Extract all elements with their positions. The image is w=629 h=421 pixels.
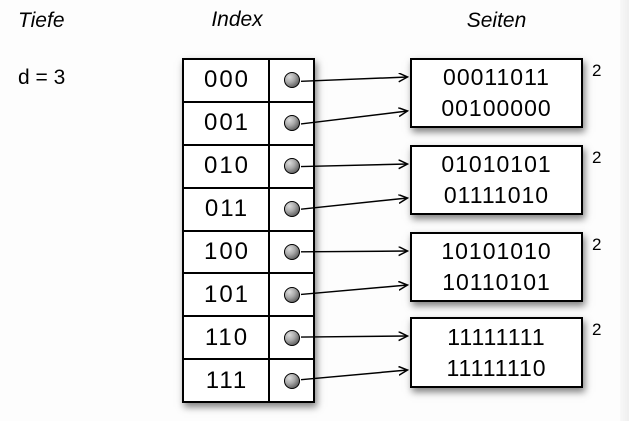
page-box: 10101010 10110101 [410,232,583,302]
pointer-dot-icon [283,329,300,346]
local-depth-label: 2 [592,235,602,254]
directory-row: 011 [184,186,313,230]
pointer-arrow [300,370,408,381]
pages-heading: Seiten [466,9,527,32]
pointer-dot-icon [283,243,300,260]
directory-row: 110 [184,315,313,359]
directory-row: 111 [184,358,313,401]
page-record: 01111010 [443,182,550,208]
directory-key-cell: 011 [184,188,270,230]
directory-pointer-cell [270,274,313,315]
page-record: 00100000 [441,95,552,121]
index-heading: Index [211,8,263,31]
page-record: 10110101 [442,269,551,295]
pointer-dot-icon [283,286,300,303]
directory-pointer-cell [270,317,313,358]
page-record: 01010101 [441,151,552,177]
pointer-dot-icon [283,372,300,389]
pointer-arrow [300,77,408,81]
pointer-arrow [300,336,408,337]
directory-row: 101 [184,272,313,316]
page-edge-strip [620,0,629,421]
pointer-arrow [300,251,408,252]
depth-heading: Tiefe [18,9,65,32]
directory-key-cell: 010 [184,145,270,187]
page-box: 11111111 11111110 [410,317,583,388]
directory-key-cell: 101 [184,274,270,316]
directory-row: 001 [184,100,313,144]
directory-pointer-cell [270,60,313,101]
directory-key-cell: 100 [184,231,270,273]
directory-key-cell: 001 [184,102,270,144]
directory-pointer-cell [270,360,313,401]
page-record: 10101010 [441,238,552,264]
page-record: 11111110 [446,354,547,381]
page-box: 00011011 00100000 [410,58,583,128]
local-depth-label: 2 [592,320,602,339]
page-box: 01010101 01111010 [410,145,583,215]
directory-pointer-cell [270,232,313,273]
local-depth-label: 2 [592,61,602,80]
directory-row: 010 [184,143,313,187]
global-depth-value: d = 3 [18,66,66,89]
pointer-dot-icon [283,158,300,175]
page-record: 00011011 [443,64,550,90]
directory-key-cell: 000 [184,60,270,101]
pointer-arrow [300,111,408,125]
directory-pointer-cell [270,189,313,230]
pointer-dot-icon [283,115,300,132]
directory-row: 000 [184,60,313,101]
directory-pointer-cell [270,103,313,144]
directory-row: 100 [184,229,313,273]
local-depth-label: 2 [592,148,602,167]
pointer-arrow [300,198,408,210]
pointer-arrow [300,285,408,296]
directory-pointer-cell [270,146,313,187]
directory-key-cell: 111 [184,360,270,401]
pointer-dot-icon [283,72,300,89]
pointer-arrow [300,164,408,167]
directory-key-cell: 110 [184,317,270,359]
page-record: 11111111 [447,323,546,350]
pointer-dot-icon [283,201,300,218]
